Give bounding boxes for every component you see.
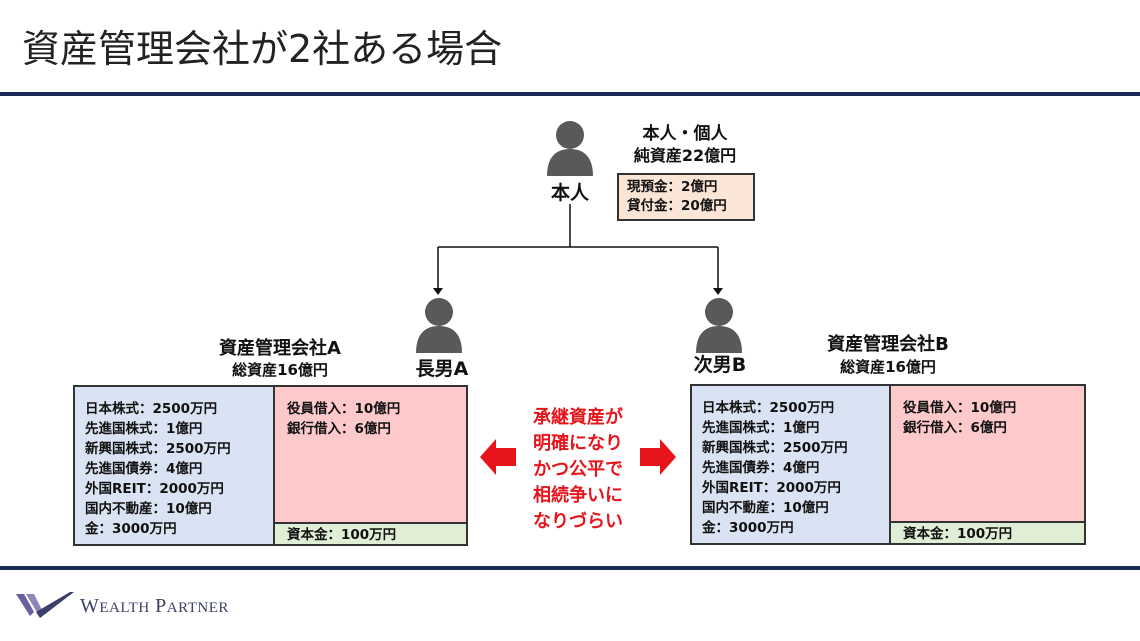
logo-mark-icon	[16, 592, 74, 618]
logo-letters: ARTNER	[166, 600, 229, 616]
asset-item: 国内不動産：10億円	[702, 500, 829, 516]
message-line: かつ公平で	[533, 459, 623, 480]
arrow-left-icon	[480, 439, 516, 475]
company-a-name: 資産管理会社A	[219, 338, 341, 359]
person-icon	[547, 121, 593, 176]
logo-letter: W	[80, 595, 100, 617]
heir-b-label: 次男B	[693, 354, 747, 376]
individual-label: 本人	[550, 182, 589, 204]
heir-a-person	[414, 297, 464, 357]
equity-item: 資本金：100万円	[903, 526, 1013, 542]
company-a-equity: 資本金：100万円	[275, 522, 466, 544]
asset-item: 先進国株式：1億円	[702, 420, 820, 436]
message-line: 相続争いに	[533, 485, 623, 506]
heir-b-person	[694, 297, 744, 357]
company-a-liabilities: 役員借入：10億円 銀行借入：6億円	[275, 387, 466, 522]
asset-item: 日本株式：2500万円	[702, 400, 835, 416]
liability-item: 銀行借入：6億円	[287, 421, 391, 437]
arrowhead-to-heir-a	[433, 288, 443, 295]
company-a-balance-sheet: 日本株式：2500万円 先進国株式：1億円 新興国株式：2500万円 先進国債券…	[73, 385, 468, 546]
asset-item: 国内不動産：10億円	[85, 501, 212, 517]
holding-cash: 現預金：2億円	[627, 179, 718, 195]
asset-item: 先進国債券：4億円	[702, 460, 820, 476]
individual-title: 本人・個人	[642, 124, 728, 144]
asset-item: 金：3000万円	[702, 520, 794, 536]
liability-item: 銀行借入：6億円	[903, 420, 1007, 436]
logo-letter: P	[155, 595, 167, 617]
logo-text: WEALTH PARTNER	[80, 595, 229, 618]
person-icon	[416, 298, 462, 353]
center-message: 承継資産が 明確になり かつ公平で 相続争いに なりづらい	[518, 405, 638, 535]
individual-holdings-box: 現預金：2億円 貸付金：20億円	[617, 173, 755, 221]
liability-item: 役員借入：10億円	[287, 401, 401, 417]
company-a-total-assets: 総資産16億円	[232, 361, 328, 379]
company-b-total-assets: 総資産16億円	[840, 358, 936, 376]
arrowhead-to-heir-b	[713, 288, 723, 295]
message-line: なりづらい	[533, 511, 623, 532]
company-b-balance-sheet: 日本株式：2500万円 先進国株式：1億円 新興国株式：2500万円 先進国債券…	[690, 384, 1086, 545]
asset-item: 先進国株式：1億円	[85, 421, 203, 437]
message-line: 明確になり	[533, 433, 623, 454]
asset-item: 外国REIT：2000万円	[702, 480, 841, 496]
company-a-assets: 日本株式：2500万円 先進国株式：1億円 新興国株式：2500万円 先進国債券…	[75, 387, 275, 544]
holding-loans: 貸付金：20億円	[627, 198, 727, 214]
asset-item: 金：3000万円	[85, 521, 177, 537]
company-a-liabilities-equity: 役員借入：10億円 銀行借入：6億円 資本金：100万円	[275, 387, 466, 544]
header-divider	[0, 92, 1140, 96]
company-b-name: 資産管理会社B	[827, 334, 949, 355]
equity-item: 資本金：100万円	[287, 527, 397, 543]
slide-title: 資産管理会社が2社ある場合	[22, 27, 503, 71]
liability-item: 役員借入：10億円	[903, 400, 1017, 416]
asset-item: 日本株式：2500万円	[85, 401, 218, 417]
arrow-right-icon	[640, 439, 676, 475]
heir-a-label: 長男A	[415, 358, 469, 380]
company-b-liabilities-equity: 役員借入：10億円 銀行借入：6億円 資本金：100万円	[891, 386, 1084, 543]
company-b-equity: 資本金：100万円	[891, 521, 1084, 543]
footer-divider	[0, 566, 1140, 570]
asset-item: 外国REIT：2000万円	[85, 481, 224, 497]
person-icon	[696, 298, 742, 353]
individual-person	[545, 120, 595, 180]
message-line: 承継資産が	[533, 407, 623, 428]
company-b-liabilities: 役員借入：10億円 銀行借入：6億円	[891, 386, 1084, 521]
asset-item: 新興国株式：2500万円	[702, 440, 848, 456]
wealth-partner-logo	[14, 588, 76, 624]
company-b-assets: 日本株式：2500万円 先進国株式：1億円 新興国株式：2500万円 先進国債券…	[692, 386, 891, 543]
logo-letters: EALTH	[99, 600, 150, 616]
asset-item: 新興国株式：2500万円	[85, 441, 231, 457]
asset-item: 先進国債券：4億円	[85, 461, 203, 477]
individual-net-assets: 純資産22億円	[633, 146, 737, 165]
